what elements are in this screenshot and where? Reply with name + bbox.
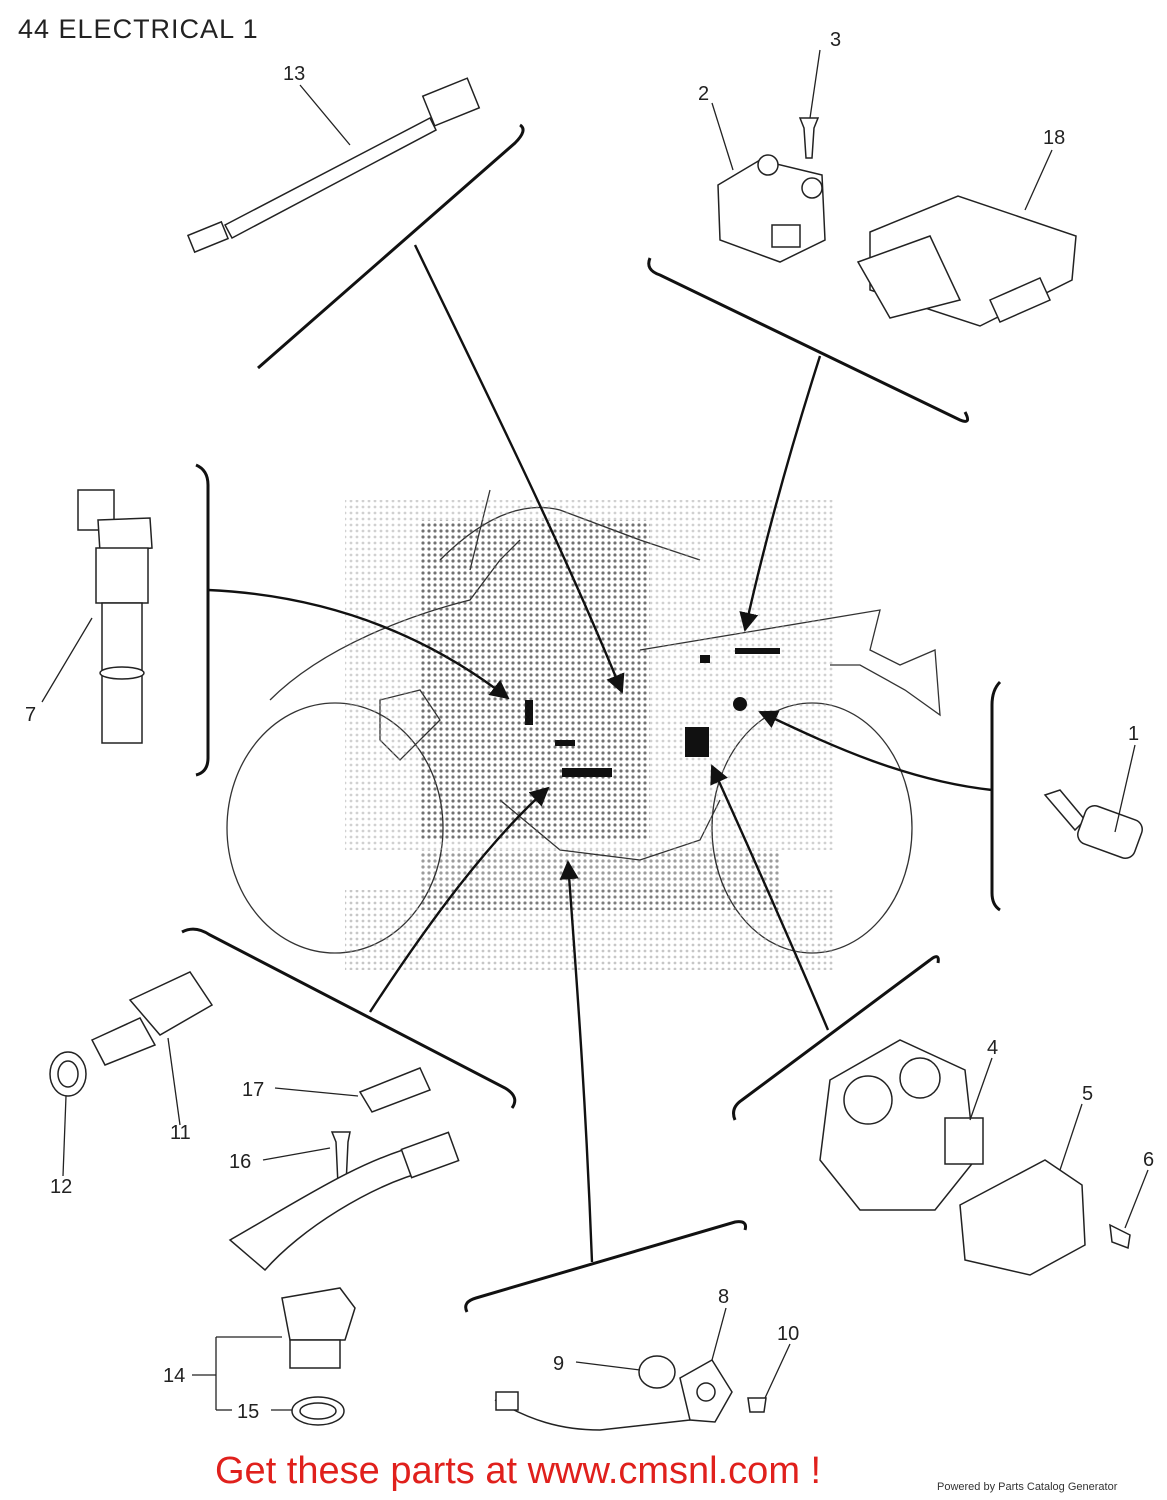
leader-arrows xyxy=(207,244,993,1263)
part-label-13: 13 xyxy=(283,63,305,85)
clamp-part xyxy=(358,1067,432,1113)
bike-component-marks xyxy=(525,648,780,777)
part-label-6: 6 xyxy=(1143,1149,1154,1171)
part-label-17: 17 xyxy=(242,1079,264,1101)
part-label-11: 11 xyxy=(170,1122,191,1144)
generator-credit: Powered by Parts Catalog Generator xyxy=(937,1481,1118,1493)
part-label-18: 18 xyxy=(1043,127,1065,149)
switch-part xyxy=(1043,789,1143,859)
part-leaders xyxy=(41,49,1149,1411)
throttle-body-part xyxy=(819,1039,1131,1276)
promo-banner-link[interactable]: Get these parts at www.cmsnl.com ! xyxy=(215,1450,822,1492)
part-label-2: 2 xyxy=(698,83,709,105)
lead-wire-part xyxy=(186,77,481,254)
part-label-7: 7 xyxy=(25,704,36,726)
part-label-12: 12 xyxy=(50,1176,72,1198)
ecu-unit-part xyxy=(856,195,1077,327)
part-label-4: 4 xyxy=(987,1037,998,1059)
part-label-16: 16 xyxy=(229,1151,251,1173)
ignition-coil-part xyxy=(77,489,153,744)
part-label-14: 14 xyxy=(163,1365,185,1387)
part-label-1: 1 xyxy=(1128,723,1139,745)
part-number-labels: 13 3 2 18 7 1 4 5 6 17 11 12 16 14 15 8 … xyxy=(25,29,1154,1423)
part-label-10: 10 xyxy=(777,1323,799,1345)
page-title: 44 ELECTRICAL 1 xyxy=(18,14,259,44)
watermark xyxy=(345,500,835,970)
part-label-3: 3 xyxy=(830,29,841,51)
part-label-15: 15 xyxy=(237,1401,259,1423)
speed-sensor-part xyxy=(494,1355,767,1431)
part-label-8: 8 xyxy=(718,1286,729,1308)
crank-sensor-part xyxy=(228,1131,460,1426)
sensor-bracket-part xyxy=(717,117,826,263)
callout-brackets xyxy=(181,123,1002,1313)
part-label-9: 9 xyxy=(553,1353,564,1375)
temp-sensor-part xyxy=(49,971,214,1097)
part-label-5: 5 xyxy=(1082,1083,1093,1105)
